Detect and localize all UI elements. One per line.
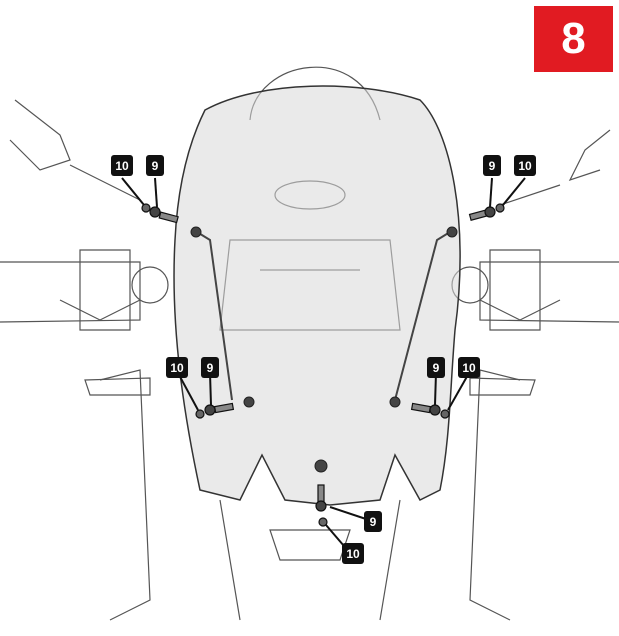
callout-10-mid-left: 10 [166, 357, 188, 378]
washer [440, 409, 450, 419]
svg-text:10: 10 [170, 361, 184, 375]
svg-text:10: 10 [346, 547, 360, 561]
screw-head [149, 206, 161, 218]
svg-text:10: 10 [462, 361, 476, 375]
svg-text:9: 9 [207, 361, 214, 375]
screw-head [204, 404, 216, 416]
callout-9-top-left: 9 [146, 155, 164, 176]
mount-hole-mid-right [389, 396, 401, 408]
step-number-badge: 8 [534, 6, 613, 72]
screw-head [429, 404, 441, 416]
washer [195, 409, 205, 419]
svg-text:9: 9 [370, 515, 377, 529]
washer [318, 517, 328, 527]
washer [141, 203, 151, 213]
mount-hole-top-left [190, 226, 202, 238]
step-number: 8 [561, 14, 586, 63]
callout-10-mid-right: 10 [458, 357, 480, 378]
screw [158, 211, 179, 224]
callout-9-top-right: 9 [483, 155, 501, 176]
svg-text:9: 9 [489, 159, 496, 173]
callout-10-top-right: 10 [514, 155, 536, 176]
svg-text:9: 9 [433, 361, 440, 375]
fasteners [141, 203, 505, 527]
callout-9-mid-right: 9 [427, 357, 445, 378]
callout-labels: 10 9 9 10 10 9 [111, 155, 536, 564]
washer [495, 203, 505, 213]
mount-hole-bottom [314, 459, 328, 473]
callout-10-top-left: 10 [111, 155, 133, 176]
svg-text:9: 9 [152, 159, 159, 173]
screw-head [315, 500, 327, 512]
callout-10-bottom: 10 [342, 543, 364, 564]
svg-text:10: 10 [115, 159, 129, 173]
screw-head [484, 206, 496, 218]
windshield-brackets [196, 231, 451, 401]
mount-holes [190, 226, 458, 473]
mount-hole-mid-left [243, 396, 255, 408]
callout-9-mid-left: 9 [201, 357, 219, 378]
callout-9-bottom: 9 [364, 511, 382, 532]
svg-text:10: 10 [518, 159, 532, 173]
mount-hole-top-right [446, 226, 458, 238]
